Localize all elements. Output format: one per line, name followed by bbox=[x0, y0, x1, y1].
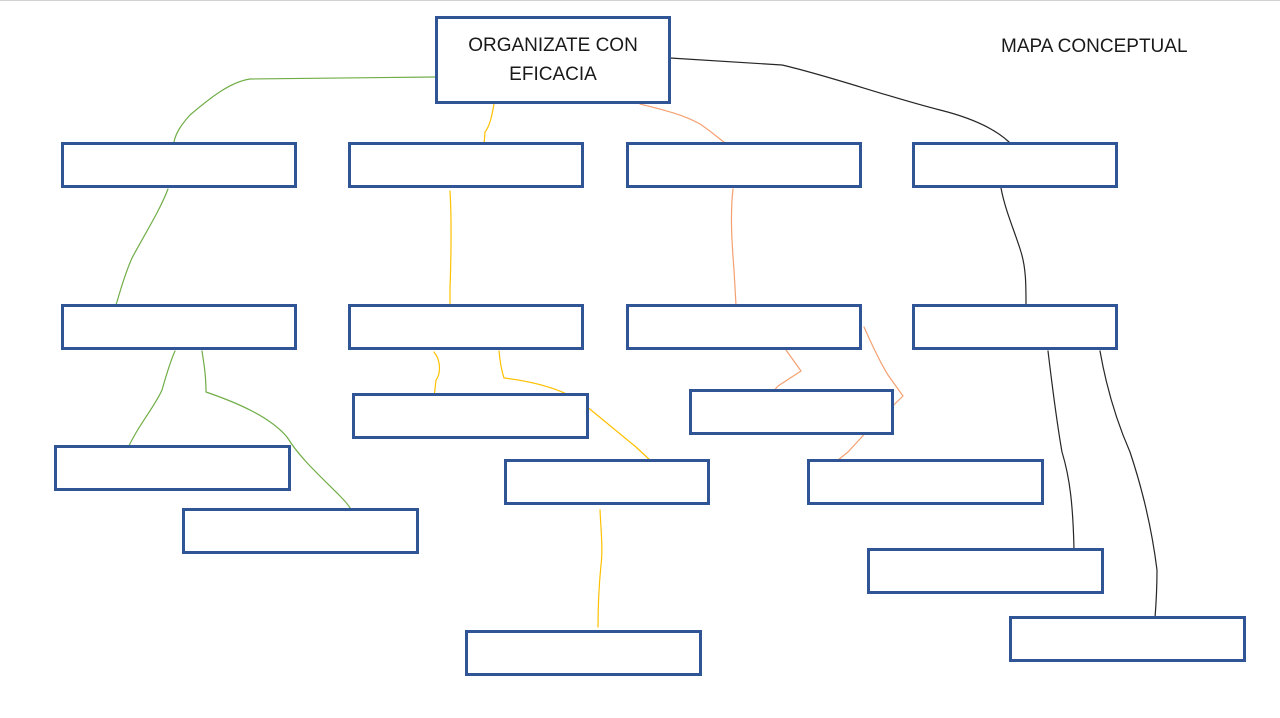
connector-yellow-box2-to-box4 bbox=[498, 350, 653, 463]
concept-box-green-level3-a[interactable] bbox=[54, 445, 291, 491]
concept-box-orange-level3-a[interactable] bbox=[689, 389, 894, 435]
connector-orange-box2-to-box4 bbox=[837, 326, 904, 467]
concept-box-yellow-level1[interactable] bbox=[348, 142, 584, 188]
connector-yellow-box4-to-box5 bbox=[597, 509, 603, 628]
connector-black-box2-to-box4 bbox=[1099, 350, 1158, 619]
connector-orange-box2-to-box3 bbox=[771, 349, 802, 394]
connector-green-box2-to-box4 bbox=[201, 350, 355, 516]
connector-black-root-to-box1 bbox=[669, 57, 1010, 143]
connector-green-box1-to-box2 bbox=[115, 188, 169, 306]
concept-box-black-level3-b[interactable] bbox=[1009, 616, 1246, 662]
map-title: MAPA CONCEPTUAL bbox=[1001, 36, 1188, 57]
concept-box-yellow-level2[interactable] bbox=[348, 304, 584, 350]
connector-black-box1-to-box2 bbox=[1000, 187, 1027, 306]
concept-box-yellow-level4[interactable] bbox=[465, 630, 702, 676]
connector-orange-box1-to-box2 bbox=[730, 188, 737, 306]
concept-box-orange-level2[interactable] bbox=[626, 304, 862, 350]
concept-box-black-level2[interactable] bbox=[912, 304, 1118, 350]
concept-box-green-level3-b[interactable] bbox=[182, 508, 419, 554]
concept-box-yellow-level3-b[interactable] bbox=[504, 459, 710, 505]
concept-box-black-level3-a[interactable] bbox=[867, 548, 1104, 594]
connector-green-box2-to-box3 bbox=[125, 350, 176, 453]
concept-box-green-level2[interactable] bbox=[61, 304, 297, 350]
top-border bbox=[0, 0, 1280, 1]
concept-box-yellow-level3-a[interactable] bbox=[352, 393, 589, 439]
concept-box-green-level1[interactable] bbox=[61, 142, 297, 188]
connector-green-root-to-box1 bbox=[173, 76, 436, 143]
root-concept-line-2: EFICACIA bbox=[509, 64, 597, 85]
connector-yellow-root-to-box1 bbox=[483, 103, 495, 146]
root-concept-box[interactable]: ORGANIZATE CON EFICACIA bbox=[435, 16, 671, 104]
connector-yellow-box1-to-box2 bbox=[449, 190, 452, 311]
concept-box-orange-level1[interactable] bbox=[626, 142, 862, 188]
root-concept-text: ORGANIZATE CON EFICACIA bbox=[468, 31, 638, 89]
connector-yellow-box2-to-box3 bbox=[433, 351, 441, 399]
root-concept-line-1: ORGANIZATE CON bbox=[468, 35, 638, 56]
concept-box-black-level1[interactable] bbox=[912, 142, 1118, 188]
connector-black-box2-to-box3 bbox=[1047, 350, 1075, 550]
concept-box-orange-level3-b[interactable] bbox=[807, 459, 1044, 505]
connector-orange-root-to-box1 bbox=[639, 103, 725, 143]
